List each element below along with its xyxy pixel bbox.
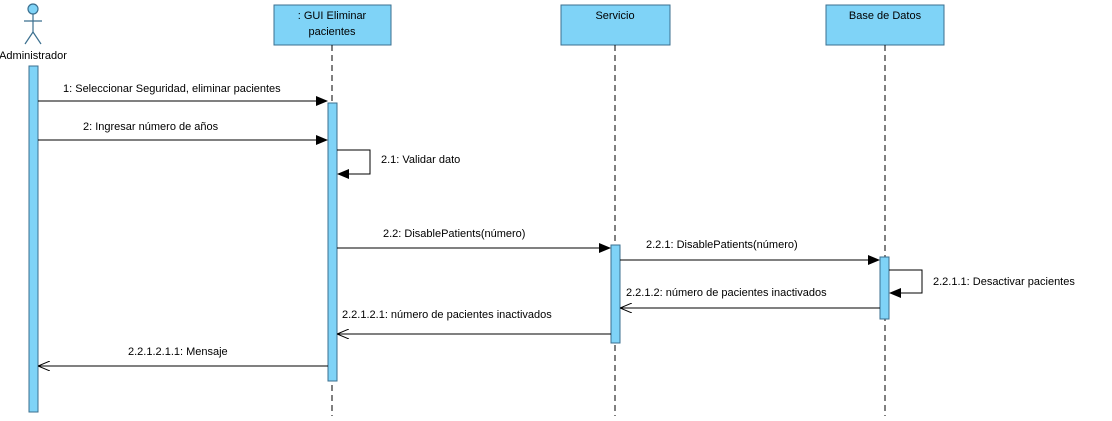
message-2-2-1-label: 2.2.1: DisablePatients(número) <box>646 239 798 251</box>
message-2-2-1-2-1-label: 2.2.1.2.1: número de pacientes inactivad… <box>342 309 552 321</box>
message-2-label: 2: Ingresar número de años <box>83 121 219 133</box>
message-2-1-self: 2.1: Validar dato <box>337 149 460 179</box>
message-2-2-1-1-label: 2.2.1.1: Desactivar pacientes <box>933 276 1075 288</box>
activation-bar-bd <box>879 256 890 320</box>
message-2-1-label: 2.1: Validar dato <box>381 154 460 166</box>
message-2-2-1-2-label: 2.2.1.2: número de pacientes inactivados <box>626 287 827 299</box>
activation-bar-servicio <box>610 244 621 344</box>
message-2-2: 2.2: DisablePatients(número) <box>337 228 611 253</box>
lifeline-bd-title: Base de Datos <box>849 10 922 22</box>
message-2-2-1: 2.2.1: DisablePatients(número) <box>620 239 880 265</box>
message-2-2-1-2-1-1-reply: 2.2.1.2.1.1: Mensaje <box>39 346 328 366</box>
message-2-2-1-2-1-1-label: 2.2.1.2.1.1: Mensaje <box>128 346 228 358</box>
message-1-label: 1: Seleccionar Seguridad, eliminar pacie… <box>63 83 281 95</box>
actor-label: Administrador <box>0 50 67 62</box>
message-2-2-label: 2.2: DisablePatients(número) <box>383 228 525 240</box>
lifeline-gui-title-line1: : GUI Eliminar <box>298 10 367 22</box>
message-2-2-1-2-1-reply: 2.2.1.2.1: número de pacientes inactivad… <box>338 309 611 334</box>
actor-administrador: Administrador <box>0 3 67 62</box>
lifeline-gui-header: : GUI Eliminar pacientes <box>273 4 392 46</box>
lifeline-servicio-header: Servicio <box>560 4 671 46</box>
message-2-2-1-1-self: 2.2.1.1: Desactivar pacientes <box>889 269 1075 298</box>
stick-figure-actor-icon <box>24 3 42 45</box>
lifeline-bd-header: Base de Datos <box>825 4 945 46</box>
message-2: 2: Ingresar número de años <box>38 121 328 145</box>
message-2-2-1-2-reply: 2.2.1.2: número de pacientes inactivados <box>621 287 880 308</box>
activation-bar-gui <box>327 102 338 382</box>
lifeline-gui-title-line2: pacientes <box>308 26 356 38</box>
lifeline-servicio-title: Servicio <box>595 10 634 22</box>
activation-bar-administrador <box>28 65 39 413</box>
message-1: 1: Seleccionar Seguridad, eliminar pacie… <box>38 83 328 106</box>
